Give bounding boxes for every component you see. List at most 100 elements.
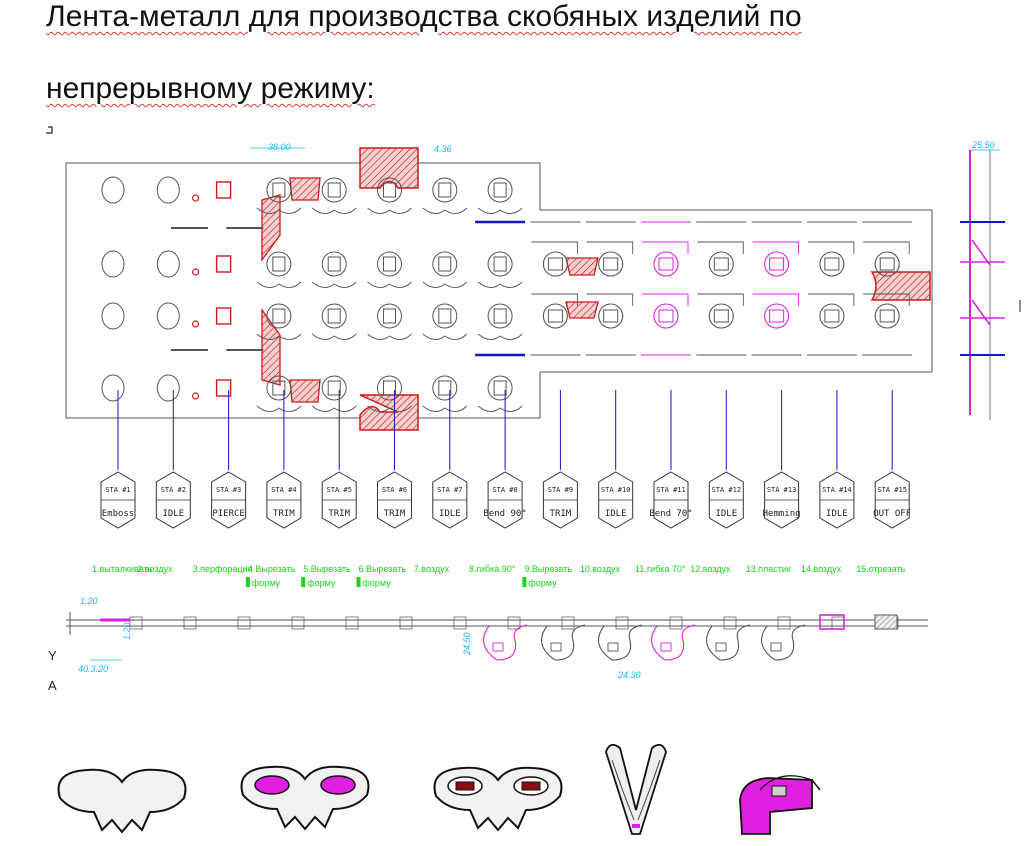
- boss-window: [438, 256, 452, 272]
- station-caption: 6.Вырезать: [359, 564, 407, 574]
- profile-tab: [831, 616, 845, 630]
- station-number: STA #13: [767, 486, 797, 494]
- station-operation: IDLE: [605, 509, 627, 519]
- formed-boss: [321, 177, 347, 203]
- profile-hem: [819, 614, 845, 630]
- boss-window: [493, 380, 507, 396]
- boss-window: [327, 256, 341, 272]
- axis-x-label: A: [48, 678, 57, 693]
- formed-boss: [266, 303, 292, 329]
- station-number: STA #2: [161, 486, 186, 494]
- trim-contour: [367, 281, 412, 288]
- bent-loop: [653, 303, 679, 329]
- bent-window: [824, 309, 840, 323]
- strip-station-6: [367, 177, 412, 412]
- station-operation: IDLE: [439, 509, 461, 519]
- part-tab: [811, 779, 821, 791]
- boss-window: [272, 182, 286, 198]
- dimension-bend-height: 24.50: [462, 632, 472, 656]
- profile-bend-4: [651, 624, 696, 661]
- profile-tab: [399, 616, 413, 630]
- formed-boss: [487, 251, 513, 277]
- page-title-line-2: непрерывному режиму:: [46, 72, 375, 105]
- strip-outline: [65, 162, 933, 419]
- cutoff-punch: [870, 271, 931, 301]
- bent-tab: [531, 241, 578, 254]
- product-illustrations: [57, 743, 821, 835]
- trim-contour: [311, 333, 357, 340]
- bent-window: [769, 309, 785, 323]
- axis-marker: Y A: [48, 648, 57, 693]
- station-operation: TRIM: [550, 509, 572, 519]
- boss-window: [327, 308, 341, 324]
- part-window: [771, 785, 787, 797]
- profile-bend-2: [541, 624, 586, 661]
- product-pierced: [433, 766, 563, 832]
- pilot-hole: [101, 302, 125, 330]
- pilot-hole: [101, 176, 125, 204]
- bent-loop: [819, 251, 845, 277]
- station-caption-2: форму: [528, 578, 557, 588]
- trim-contour: [256, 207, 302, 214]
- profile-bend-window: [660, 642, 672, 652]
- pierce-square: [215, 307, 232, 325]
- corner-mark: [46, 126, 53, 134]
- trim-contour: [477, 207, 523, 214]
- strip-station-10: [585, 221, 636, 356]
- punch-top: [359, 147, 419, 189]
- pilot-hole: [156, 374, 180, 402]
- bent-loop: [542, 251, 568, 277]
- pilot-pierce: [192, 194, 200, 202]
- formed-boss: [487, 375, 513, 401]
- bent-loop: [874, 303, 900, 329]
- station-operation: Emboss: [102, 509, 135, 519]
- boss-window: [438, 308, 452, 324]
- caption-marker: [245, 577, 250, 587]
- strip-station-4: [256, 177, 302, 412]
- bent-tab: [752, 241, 800, 254]
- station-caption: 13.пластик: [746, 564, 791, 574]
- formed-boss: [321, 251, 347, 277]
- profile-bend-window: [715, 642, 727, 652]
- boss-window: [383, 308, 396, 324]
- part-edge: [759, 775, 813, 791]
- bent-tab: [697, 241, 744, 254]
- bent-tab: [807, 241, 855, 254]
- formed-boss: [266, 375, 292, 401]
- bent-tab: [752, 293, 800, 306]
- formed-boss: [321, 303, 347, 329]
- pilot-hole: [101, 374, 125, 402]
- trim-contour: [367, 207, 412, 214]
- station-number: STA #15: [877, 486, 907, 494]
- profile-bend-3: [598, 624, 643, 661]
- product-bent-clip: [605, 743, 667, 835]
- dimension-pitch: 38.00: [268, 142, 291, 152]
- dimension-right-width: 25.50: [971, 140, 995, 150]
- product-eye: [320, 775, 356, 795]
- dimension-top-offset: 4.36: [434, 144, 452, 154]
- profile-bend-window: [770, 642, 782, 652]
- station-number: STA #4: [271, 486, 296, 494]
- bent-window: [603, 309, 619, 323]
- pilot-hole: [156, 250, 180, 278]
- strip-station-1: [101, 176, 208, 402]
- boss-window: [438, 380, 452, 396]
- strip-station-5: [311, 177, 357, 412]
- station-operation: IDLE: [162, 509, 184, 519]
- station-operation: Bend 90°: [483, 509, 526, 519]
- bent-loop: [653, 251, 679, 277]
- pierce-square: [215, 255, 232, 273]
- station-operation: Hemming: [763, 509, 801, 519]
- station-caption: 12.воздух: [690, 564, 731, 574]
- strip-station-15: [862, 221, 913, 356]
- pilot-hole: [156, 302, 180, 330]
- dimension-thickness-a: 1.20: [80, 596, 98, 606]
- profile-bend-window: [550, 642, 562, 652]
